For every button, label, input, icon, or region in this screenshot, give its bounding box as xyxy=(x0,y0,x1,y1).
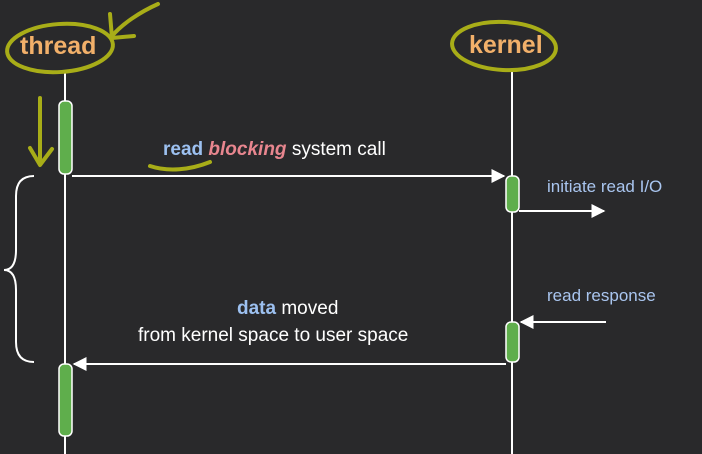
thread-actor-label: thread xyxy=(20,32,97,60)
read-response-label: read response xyxy=(547,286,656,305)
data-moved-text: moved xyxy=(281,298,339,319)
kernel-activation-1 xyxy=(505,175,520,213)
syscall-message-label: read blocking system call xyxy=(163,139,386,161)
initiate-io-label: initiate read I/O xyxy=(547,177,663,196)
kernel-circle-annotation xyxy=(450,19,558,73)
data-moved-label: data moved xyxy=(237,298,338,320)
down-arrowhead-annotation-icon xyxy=(28,146,54,167)
data-moved-line2-label: from kernel space to user space xyxy=(138,325,409,346)
read-keyword: read xyxy=(163,139,204,160)
thread-activation-1 xyxy=(58,100,73,175)
syscall-text: system call xyxy=(291,139,386,160)
hand-drawn-arrow-icon xyxy=(110,2,160,38)
kernel-actor-label: kernel xyxy=(469,31,543,59)
curly-brace-icon xyxy=(3,175,35,363)
thread-circle-annotation xyxy=(5,21,115,75)
blocking-keyword: blocking xyxy=(208,139,287,160)
read-underline-annotation xyxy=(148,160,212,172)
hand-drawn-arrowhead-icon xyxy=(108,12,136,40)
data-keyword: data xyxy=(237,298,277,319)
kernel-activation-2 xyxy=(505,321,520,363)
thread-activation-2 xyxy=(58,363,73,437)
